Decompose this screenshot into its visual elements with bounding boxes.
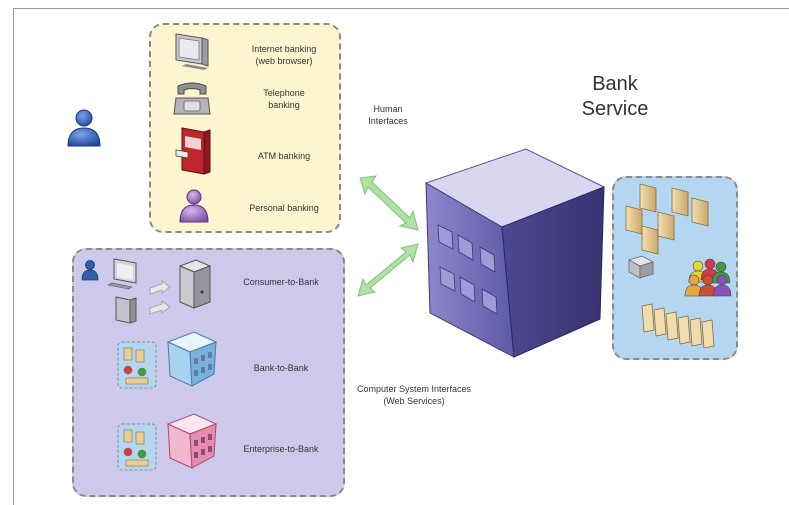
consumer-to-bank-label: Consumer-to-Bank (243, 277, 319, 287)
link-arrows-icon (149, 280, 171, 315)
server-cluster-icon (625, 183, 709, 255)
atm-icon (175, 127, 211, 175)
enterprise-to-bank-label: Enterprise-to-Bank (243, 444, 319, 454)
people-group-icon (684, 258, 732, 297)
small-user-icon (81, 260, 99, 281)
personal-banking-label: Personal banking (249, 203, 319, 213)
telephone-banking-label: Telephone banking (263, 88, 305, 110)
web-server-icon (178, 259, 212, 309)
enterprise-resources-icon (117, 423, 157, 471)
internet-banking-label: Internet banking (web browser) (251, 44, 317, 66)
storage-array-icon (641, 303, 715, 348)
bank-partner-resources-icon (117, 341, 157, 389)
person-icon (179, 189, 209, 223)
human-interfaces-arrow (359, 175, 419, 231)
user-icon (67, 109, 101, 147)
bank-to-bank-building-icon (166, 331, 218, 387)
workstation-icon (627, 255, 655, 279)
system-interfaces-arrow (357, 243, 419, 297)
telephone-icon (173, 82, 211, 115)
computer-system-interfaces-label: Computer System Interfaces (Web Services… (356, 384, 472, 406)
frame-left-border (13, 8, 14, 505)
bank-to-bank-label: Bank-to-Bank (253, 363, 309, 373)
frame-top-border (13, 8, 789, 9)
monitor-icon (175, 33, 209, 70)
bank-building-icon (424, 148, 606, 358)
human-interfaces-label: Human Interfaces (368, 104, 408, 126)
bank-service-title: Bank Service (581, 73, 649, 120)
computer-icon (107, 258, 137, 324)
connection-arrows (357, 175, 419, 297)
atm-banking-label: ATM banking (257, 151, 311, 161)
enterprise-building-icon (166, 413, 218, 469)
